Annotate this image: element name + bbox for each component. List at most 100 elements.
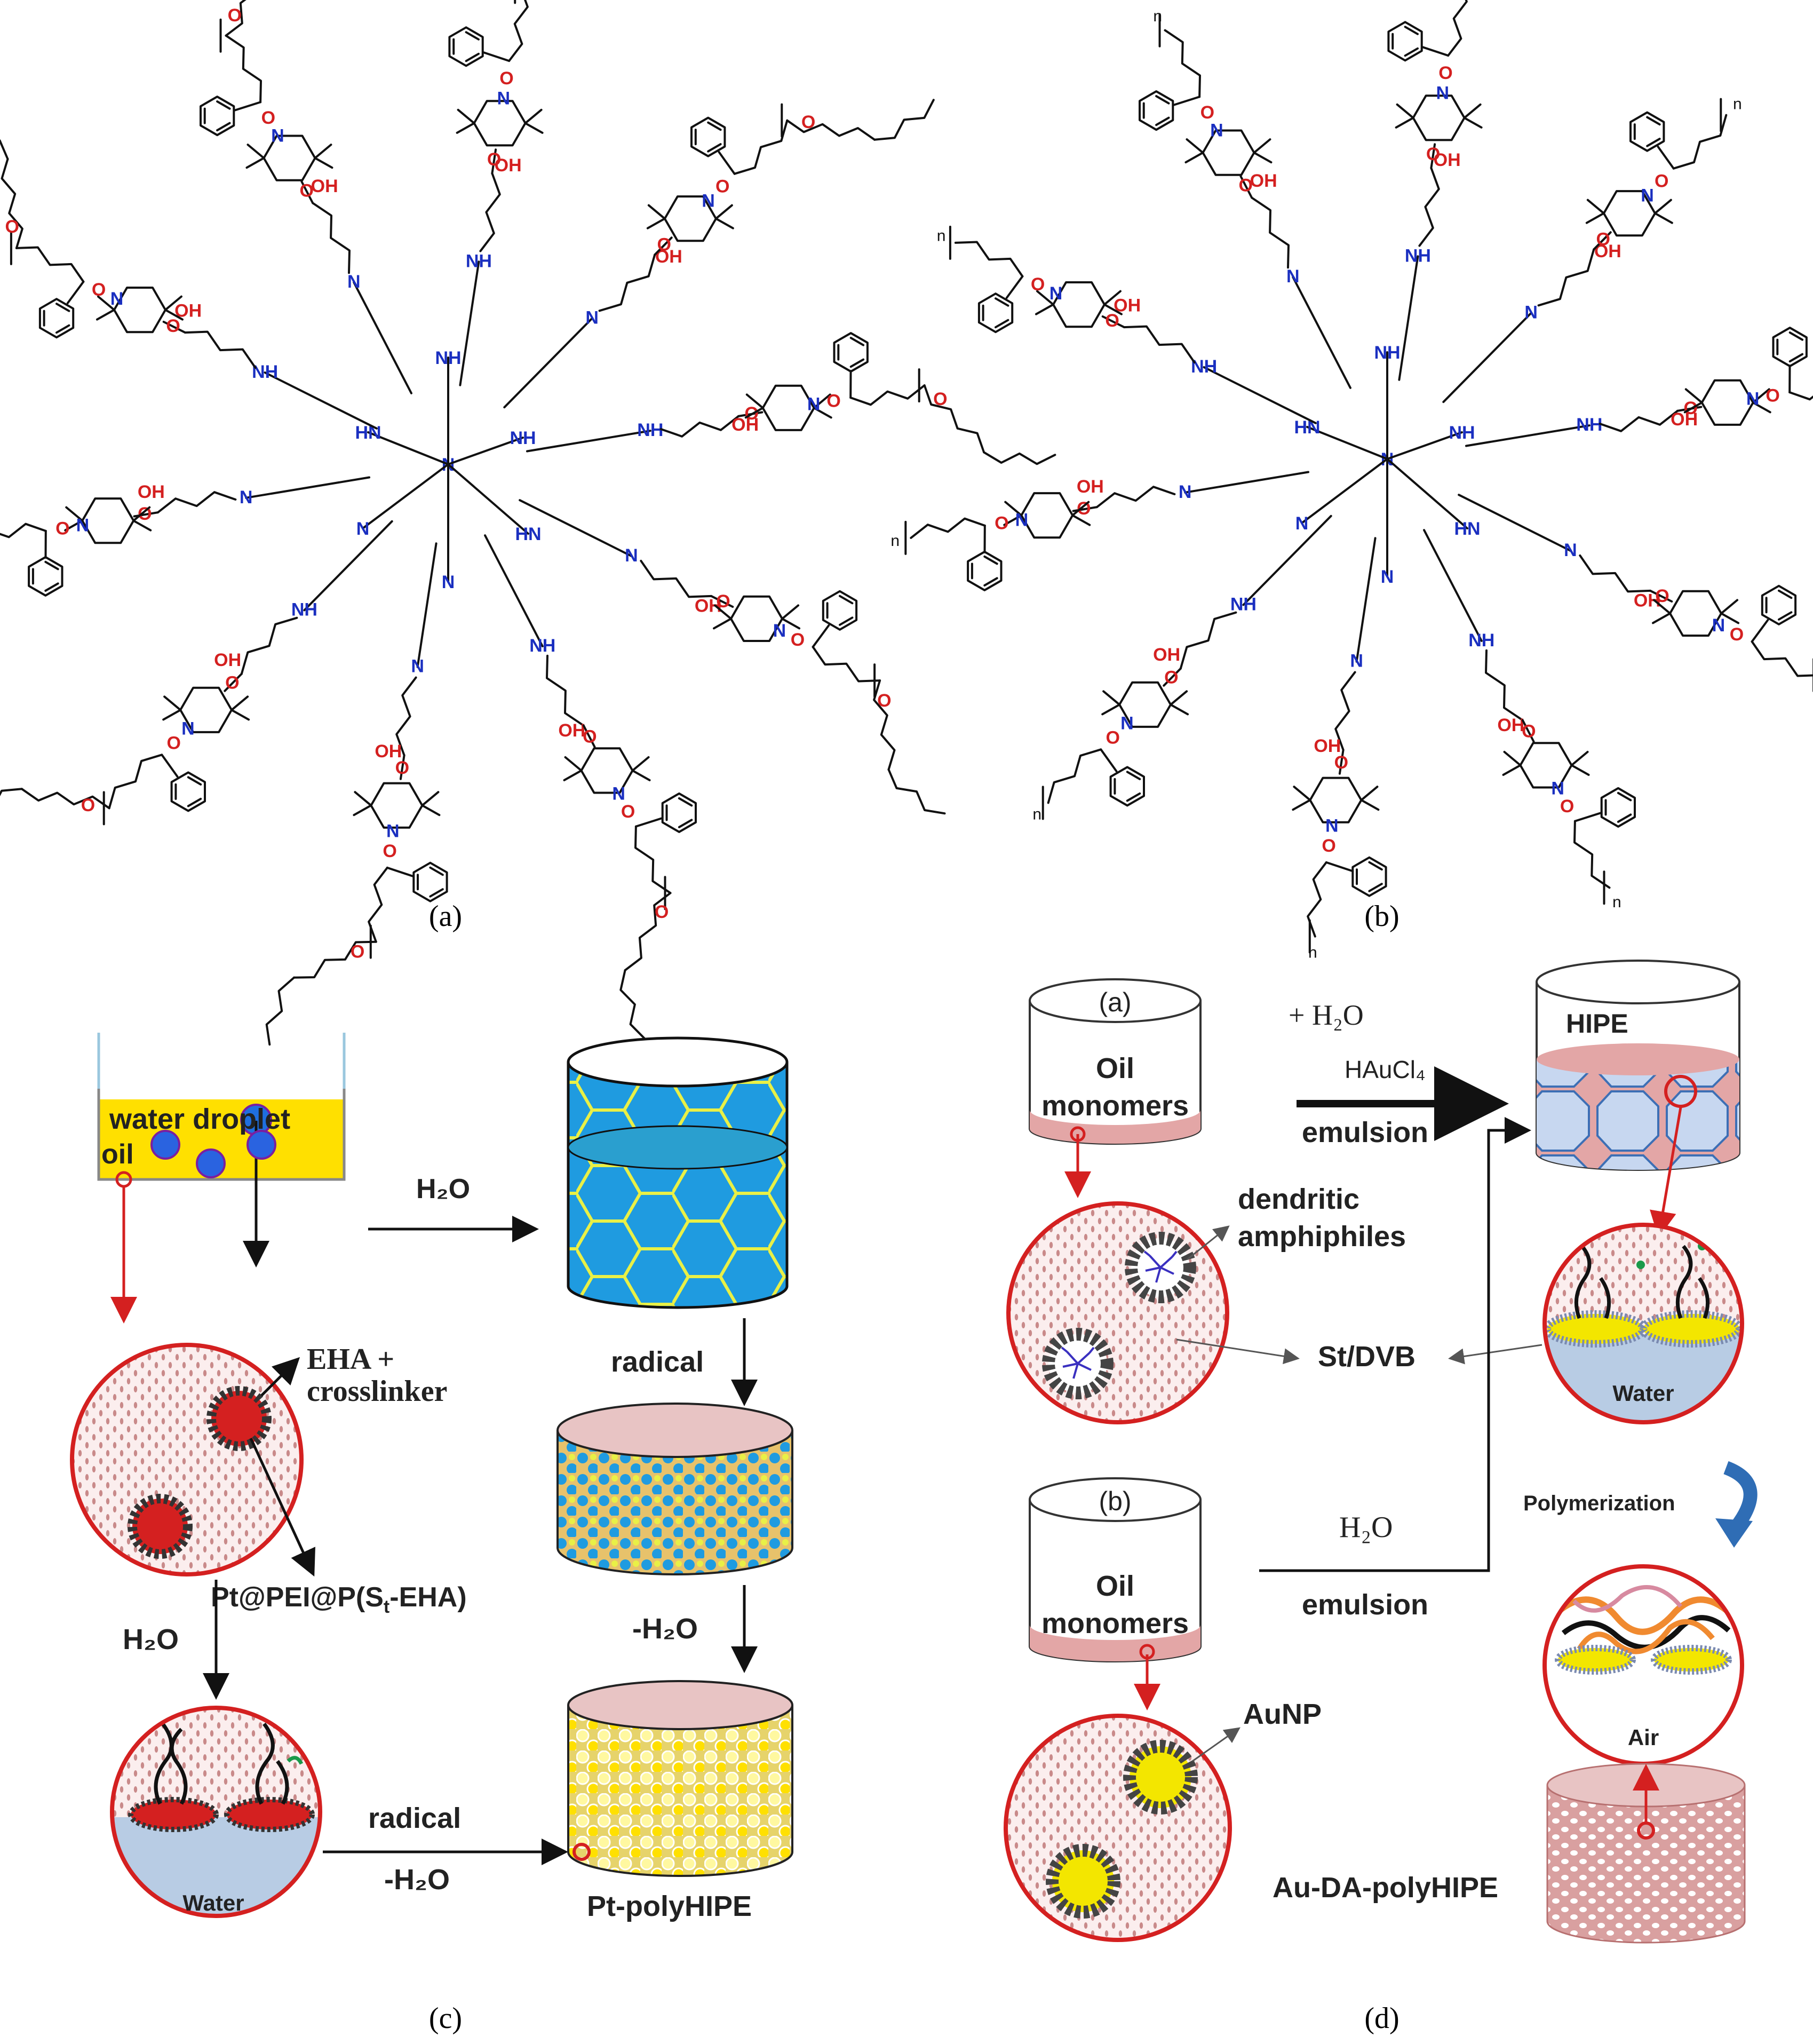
core-amine-atom: HN xyxy=(1454,519,1480,539)
label-beaker-b: (b) xyxy=(1099,1486,1131,1516)
hydroxyl-atom: OH xyxy=(138,482,165,502)
nitroxide-oxygen: O xyxy=(499,68,513,89)
label-eha: EHA + xyxy=(307,1343,394,1376)
piperidine-nitrogen: N xyxy=(807,394,821,415)
ether-atom: O xyxy=(1522,722,1536,742)
nitroxide-oxygen: O xyxy=(715,176,729,196)
hydroxyl-atom: OH xyxy=(495,155,522,176)
ether-atom: O xyxy=(1238,175,1252,195)
ether-atom: O xyxy=(1596,229,1610,250)
hydroxyl-atom: OH xyxy=(1314,736,1341,756)
emulsion-beaker xyxy=(567,1036,789,1309)
label-oil-a-2: monomers xyxy=(1041,1090,1189,1122)
ether-atom: O xyxy=(583,727,597,747)
core-amine-atom: N xyxy=(356,519,370,539)
zoom-marker-icon xyxy=(115,1171,132,1188)
label-oil-a-1: Oil xyxy=(1096,1052,1134,1084)
amine-atom: NH xyxy=(1576,415,1602,435)
label-dendritic-2: amphiphiles xyxy=(1238,1221,1406,1253)
ester-oxygen: O xyxy=(5,217,19,237)
label-air: Air xyxy=(1628,1725,1659,1750)
label-beaker-a: (a) xyxy=(1099,987,1131,1017)
piperidine-nitrogen: N xyxy=(1015,510,1029,530)
caption-c: (c) xyxy=(429,2002,462,2035)
core-amine-atom: NH xyxy=(1449,423,1475,443)
piperidine-nitrogen: N xyxy=(386,821,400,842)
label-h2o-left: H₂O xyxy=(123,1623,179,1655)
nitroxide-oxygen: O xyxy=(621,802,635,822)
label-pt-polyhipe: Pt-polyHIPE xyxy=(587,1890,752,1922)
repeat-index: n xyxy=(937,227,946,244)
nitroxide-oxygen: O xyxy=(1560,796,1574,817)
caption-b: (b) xyxy=(1364,900,1399,933)
nitroxide-oxygen: O xyxy=(167,733,181,754)
ether-atom: O xyxy=(225,672,239,693)
nitroxide-oxygen: O xyxy=(1200,102,1214,123)
ester-oxygen: O xyxy=(228,5,242,26)
ester-oxygen: O xyxy=(877,691,891,711)
amine-atom: N xyxy=(240,487,253,508)
amine-atom: NH xyxy=(637,420,663,440)
caption-a: (a) xyxy=(429,900,462,933)
label-oil-b-1: Oil xyxy=(1096,1570,1134,1602)
core-amine-atom: N xyxy=(442,572,455,592)
aunp-zoom-circle xyxy=(1004,1714,1232,1942)
label-oil-b-2: monomers xyxy=(1041,1607,1189,1639)
repeat-index: n xyxy=(890,532,900,550)
amine-atom: NH xyxy=(1191,356,1217,377)
blue-polyhipe-beaker xyxy=(556,1403,793,1575)
label-minus-h2o-bottom: -H₂O xyxy=(384,1864,450,1896)
core-amine-atom: NH xyxy=(1374,343,1400,363)
piperidine-nitrogen: N xyxy=(497,88,510,108)
core-amine-atom: N xyxy=(1295,513,1309,534)
ether-atom: O xyxy=(1105,311,1119,331)
piperidine-nitrogen: N xyxy=(1712,615,1725,636)
amine-atom: NH xyxy=(529,636,555,656)
panel-d-scheme: (a) Oil monomers + H₂O HAuCl₄ emulsion H… xyxy=(1004,960,1758,1944)
label-emulsion-top: emulsion xyxy=(1302,1116,1428,1148)
oil-beaker xyxy=(97,1033,346,1267)
label-h2o-top: H₂O xyxy=(416,1174,470,1205)
repeat-index: n xyxy=(1733,95,1742,113)
ester-oxygen: O xyxy=(351,942,364,962)
au-da-polyhipe-beaker xyxy=(1546,1763,1746,1944)
label-water-droplet: water droplet xyxy=(109,1103,290,1135)
nitroxide-oxygen: O xyxy=(1322,836,1335,856)
nitroxide-oxygen: O xyxy=(1655,171,1668,191)
air-interface-circle xyxy=(1542,1564,1744,1766)
polymerization-arrow-icon xyxy=(1723,1461,1758,1531)
piperidine-nitrogen: N xyxy=(1210,121,1223,141)
repeat-index: n xyxy=(1153,7,1162,25)
nitroxide-oxygen: O xyxy=(1106,728,1120,748)
piperidine-nitrogen: N xyxy=(1325,816,1339,836)
ester-oxygen: O xyxy=(655,902,669,922)
label-radical-bottom: radical xyxy=(368,1802,461,1834)
nitroxide-oxygen: O xyxy=(261,108,275,128)
core-amine-atom: HN xyxy=(355,423,381,443)
label-h2o-mid: H₂O xyxy=(1339,1511,1393,1544)
nitroxide-oxygen: O xyxy=(55,519,69,539)
hydroxyl-atom: OH xyxy=(1153,645,1180,665)
amine-atom: N xyxy=(625,545,638,566)
ether-atom: O xyxy=(166,316,180,336)
ether-atom: O xyxy=(1334,752,1348,773)
nitroxide-oxygen: O xyxy=(92,280,106,300)
ether-atom: O xyxy=(657,235,671,255)
piperidine-nitrogen: N xyxy=(110,289,124,309)
ester-oxygen: O xyxy=(933,389,947,409)
beaker-b xyxy=(1029,1477,1202,1662)
nitroxide-oxygen: O xyxy=(1730,624,1744,645)
label-crosslinker: crosslinker xyxy=(307,1375,447,1408)
core-amine-atom: NH xyxy=(510,428,536,448)
piperidine-nitrogen: N xyxy=(271,126,284,146)
piperidine-nitrogen: N xyxy=(76,515,90,535)
piperidine-nitrogen: N xyxy=(1746,389,1760,409)
hydroxyl-atom: OH xyxy=(375,741,402,762)
water-interface-circle-d xyxy=(1542,1223,1744,1424)
hydroxyl-atom: OH xyxy=(214,650,241,670)
core-amine-atom: HN xyxy=(515,524,541,544)
caption-d: (d) xyxy=(1364,2002,1399,2035)
piperidine-nitrogen: N xyxy=(181,719,195,739)
nitroxide-oxygen: O xyxy=(383,841,396,861)
